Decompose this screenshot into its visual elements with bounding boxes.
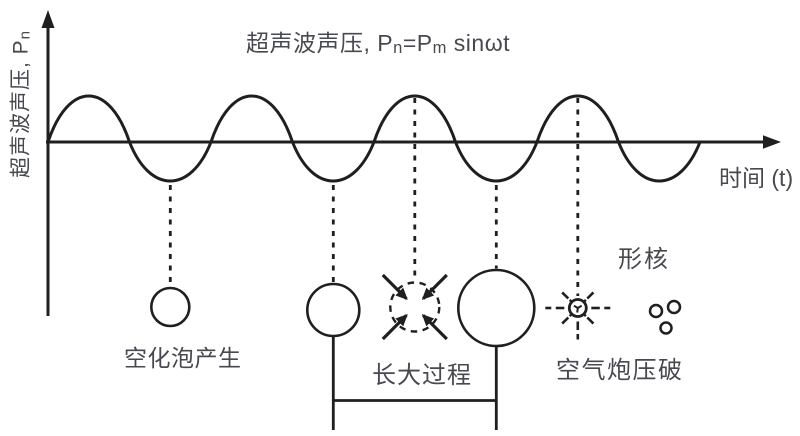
- y-axis-arrowhead-icon: [41, 10, 55, 28]
- growth-bracket: [331, 336, 498, 430]
- formula-suffix: sinωt: [446, 30, 511, 56]
- label-bubble-burst: 空气炮压破: [556, 357, 684, 384]
- cavitation-bubble-medium-icon: [305, 282, 361, 338]
- x-axis: [46, 135, 781, 149]
- y-axis-label: 超声波声压, Pn: [9, 29, 34, 179]
- formula-prefix: 超声波声压, P: [246, 30, 394, 56]
- sine-wave: [46, 94, 702, 183]
- y-axis-label-text: 超声波声压, P: [9, 39, 33, 179]
- cavitation-bubble-small-icon: [150, 286, 191, 328]
- x-axis-label: 时间 (t): [719, 165, 794, 191]
- formula-subscript-n: n: [393, 37, 403, 57]
- formula-subscript-m: m: [432, 37, 447, 57]
- y-axis: [41, 10, 55, 316]
- cavitation-bubble-large-icon: [456, 268, 536, 348]
- nuclei-icon: [648, 299, 682, 335]
- bubble-burst-icon: [545, 291, 611, 340]
- drop-lines: [168, 98, 580, 296]
- label-growth-process: 长大过程: [372, 362, 472, 389]
- label-nucleation: 形核: [618, 246, 670, 273]
- y-axis-label-subscript: n: [16, 29, 34, 40]
- label-bubble-generation: 空化泡产生: [124, 345, 242, 371]
- x-axis-arrowhead-icon: [763, 135, 781, 149]
- formula-title: 超声波声压, Pn=Pm sinωt: [246, 30, 511, 57]
- formula-equals: =P: [402, 30, 433, 56]
- bubble-compression-icon: [381, 273, 448, 341]
